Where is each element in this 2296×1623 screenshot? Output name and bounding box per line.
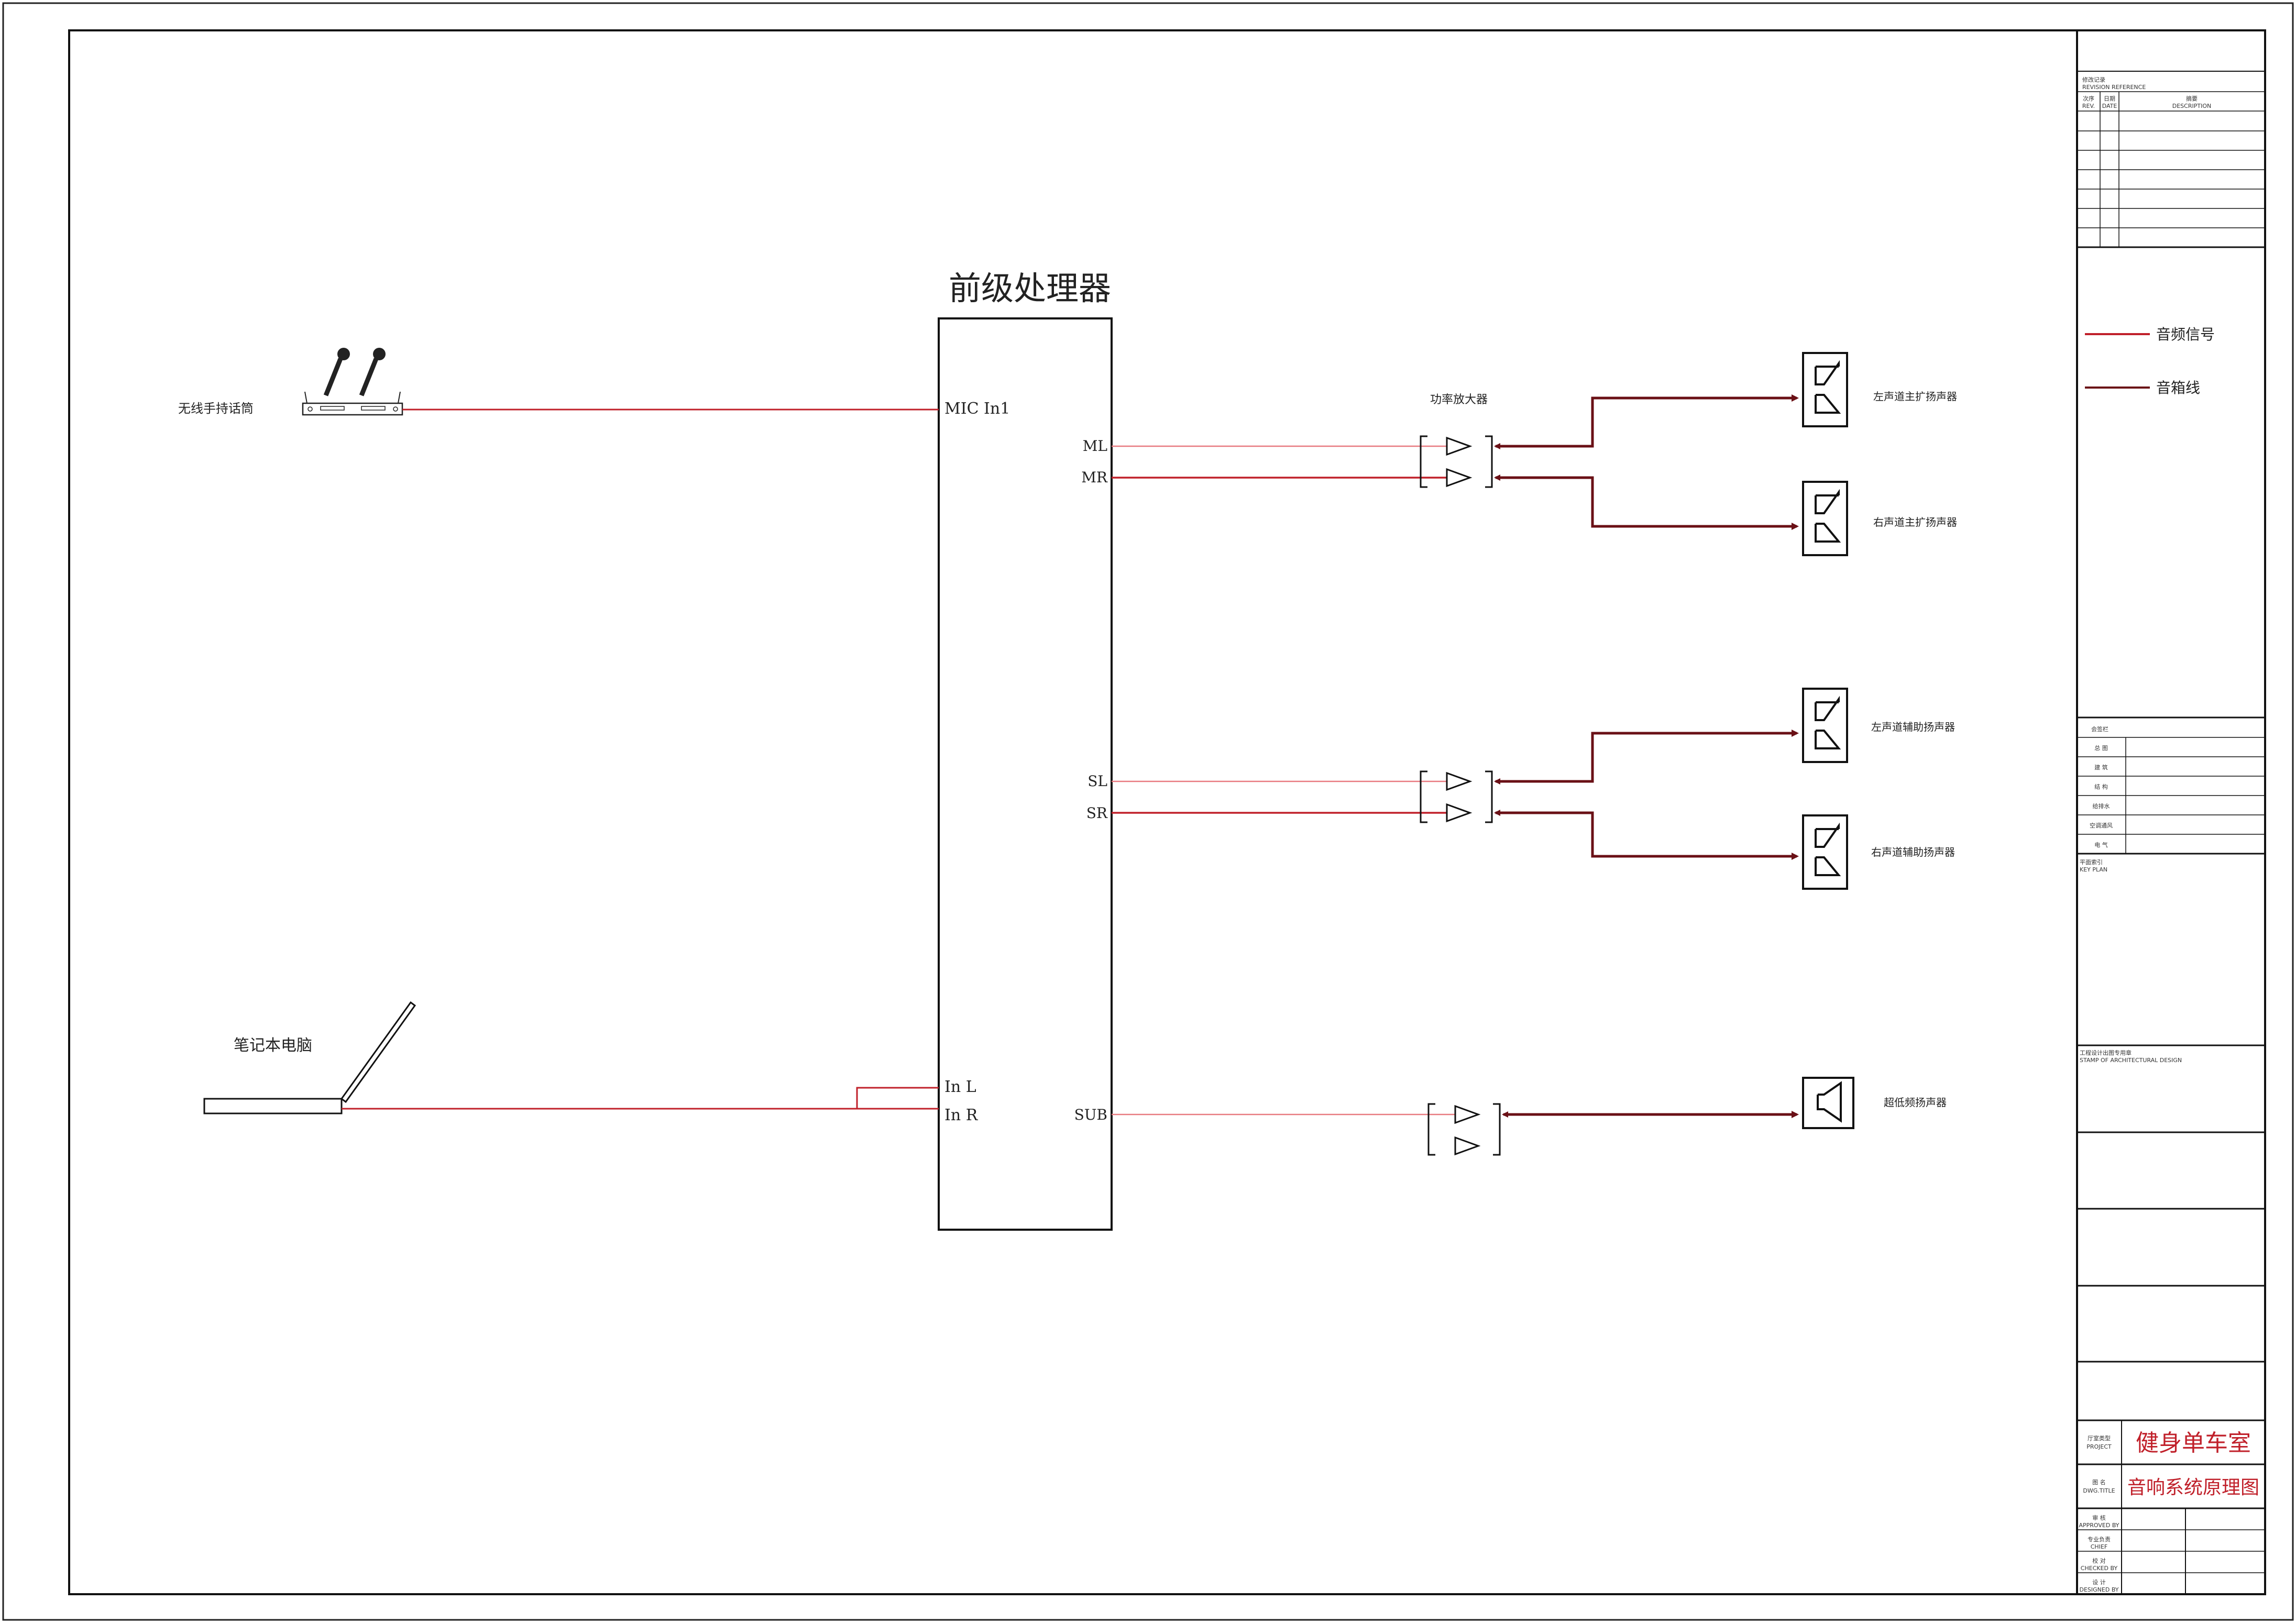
processor-box bbox=[938, 317, 1113, 1231]
project-name: 健身单车室 bbox=[2136, 1430, 2251, 1456]
amplifier-label: 功率放大器 bbox=[1430, 393, 1488, 406]
revision-header: 修改记录 bbox=[2082, 76, 2105, 83]
date-col-label: 日期 bbox=[2104, 95, 2115, 102]
cable-aux-right bbox=[1496, 811, 1797, 858]
cosign-row-3: 给排水 bbox=[2093, 802, 2110, 810]
key-plan-label-en: KEY PLAN bbox=[2080, 866, 2107, 873]
cosign-row-2: 结 构 bbox=[2094, 783, 2108, 790]
cosign-row-5: 电 气 bbox=[2094, 841, 2108, 848]
legend-speaker-label: 音箱线 bbox=[2156, 379, 2200, 396]
speaker-main-left-label: 左声道主扩扬声器 bbox=[1873, 390, 1957, 403]
stamp-label-en: STAMP OF ARCHITECTURAL DESIGN bbox=[2080, 1057, 2182, 1064]
speaker-aux-right-label: 右声道辅助扬声器 bbox=[1871, 846, 1955, 858]
drawing-title: 音响系统原理图 bbox=[2127, 1477, 2259, 1498]
port-sr: SR bbox=[1086, 804, 1108, 822]
cosign-row-4: 空调通风 bbox=[2090, 822, 2113, 829]
signal-lines bbox=[342, 408, 1457, 1116]
sign-approved: 审 核 bbox=[2092, 1514, 2106, 1521]
sign-chief: 专业负责 bbox=[2088, 1536, 2111, 1543]
desc-col-label: 摘要 bbox=[2186, 95, 2198, 102]
speaker-main-left-icon bbox=[1802, 352, 1848, 427]
speaker-sub-icon bbox=[1802, 1077, 1854, 1129]
title-block bbox=[2076, 30, 2265, 1594]
revision-header-en: REVISION REFERENCE bbox=[2082, 84, 2146, 91]
port-in-r: In R bbox=[944, 1106, 979, 1124]
speaker-aux-left-icon bbox=[1802, 688, 1848, 763]
cable-main-left bbox=[1496, 396, 1797, 448]
sign-checked: 校 对 bbox=[2092, 1557, 2106, 1564]
amplifier-main bbox=[1420, 435, 1493, 488]
cable-arrowheads bbox=[1494, 394, 1799, 1118]
port-mic-in1: MIC In1 bbox=[944, 400, 1010, 418]
desc-col-label-en: DESCRIPTION bbox=[2172, 103, 2211, 109]
sign-approved-en: APPROVED BY bbox=[2079, 1522, 2119, 1529]
speaker-sub-label: 超低频扬声器 bbox=[1884, 1096, 1947, 1109]
cable-main-right bbox=[1496, 476, 1797, 528]
stamp-label: 工程设计出图专用章 bbox=[2080, 1049, 2132, 1056]
speaker-main-right-icon bbox=[1802, 481, 1848, 556]
port-in-l: In L bbox=[944, 1078, 976, 1096]
drawing-label: 图 名 bbox=[2092, 1478, 2106, 1486]
speaker-aux-right-icon bbox=[1802, 814, 1848, 890]
port-sl: SL bbox=[1087, 772, 1107, 790]
amplifier-aux bbox=[1420, 770, 1493, 823]
drawing-label-en: DWG.TITLE bbox=[2083, 1487, 2115, 1494]
port-sub: SUB bbox=[1074, 1106, 1107, 1123]
in-l-branch-line bbox=[856, 1087, 939, 1109]
rev-col-label-en: REV. bbox=[2082, 103, 2095, 109]
speaker-cables bbox=[1496, 396, 1797, 1116]
handheld-mic-icon bbox=[323, 348, 386, 396]
amplifier-sub bbox=[1427, 1103, 1501, 1156]
legend-audio-label: 音频信号 bbox=[2156, 326, 2215, 343]
speaker-main-right-label: 右声道主扩扬声器 bbox=[1873, 516, 1957, 528]
sign-designed-en: DESIGNED BY bbox=[2080, 1586, 2119, 1593]
cosign-row-0: 总 图 bbox=[2094, 744, 2108, 752]
cosign-header: 会签栏 bbox=[2091, 725, 2108, 733]
cable-aux-left bbox=[1496, 732, 1797, 783]
port-ml: ML bbox=[1083, 437, 1107, 455]
legend: 音频信号 音箱线 bbox=[2085, 326, 2215, 396]
cosign-row-1: 建 筑 bbox=[2094, 764, 2108, 771]
sign-chief-en: CHIEF bbox=[2091, 1543, 2107, 1550]
laptop-icon bbox=[203, 1001, 416, 1114]
project-label: 厅室类型 bbox=[2088, 1434, 2111, 1442]
processor-title: 前级处理器 bbox=[949, 269, 1111, 307]
sign-designed: 设 计 bbox=[2092, 1579, 2106, 1586]
mic-label: 无线手持话筒 bbox=[178, 401, 254, 416]
laptop-label: 笔记本电脑 bbox=[234, 1036, 312, 1055]
rev-col-label: 次序 bbox=[2083, 95, 2094, 102]
key-plan-label: 平面索引 bbox=[2080, 858, 2103, 866]
speaker-aux-left-label: 左声道辅助扬声器 bbox=[1871, 721, 1955, 733]
drawing-frame bbox=[68, 29, 2266, 1595]
date-col-label-en: DATE bbox=[2102, 103, 2117, 109]
wireless-mic-receiver-icon bbox=[302, 391, 403, 416]
sign-checked-en: CHECKED BY bbox=[2081, 1565, 2118, 1572]
port-mr: MR bbox=[1081, 469, 1108, 486]
project-label-en: PROJECT bbox=[2086, 1443, 2112, 1450]
